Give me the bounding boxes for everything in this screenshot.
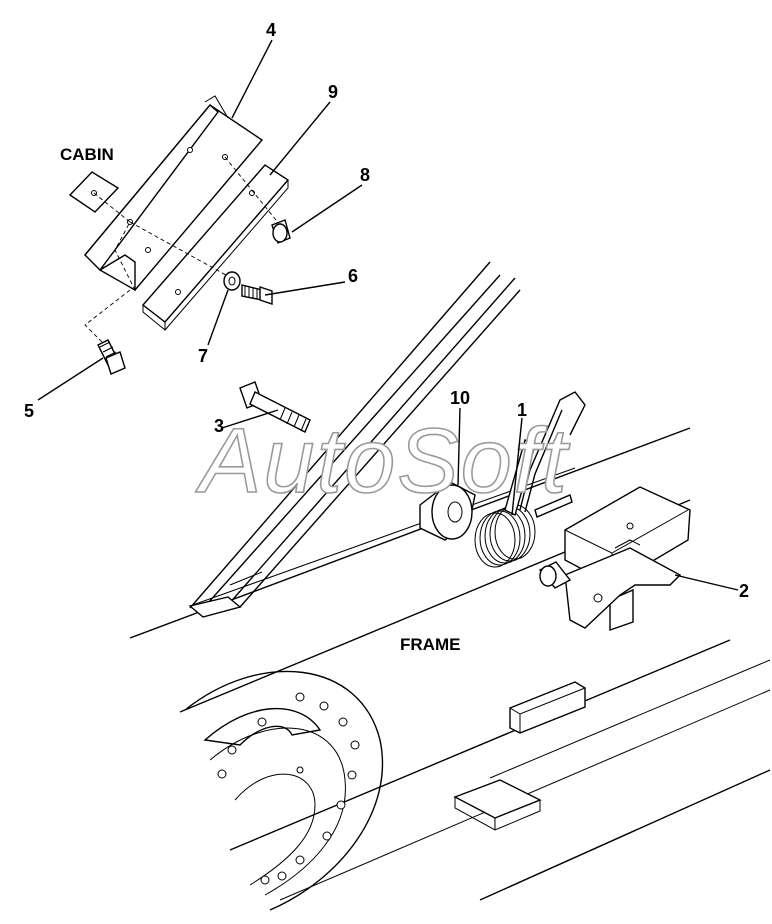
- callout-7: 7: [198, 346, 208, 366]
- leader-lines: [37, 39, 739, 591]
- callout-6: 6: [348, 266, 358, 286]
- callout-4: 4: [266, 20, 276, 40]
- frame-label: FRAME: [400, 635, 460, 654]
- part-7-washer: [223, 271, 241, 291]
- callout-1: 1: [517, 400, 527, 420]
- part-10-bushing: [419, 481, 476, 541]
- part-5-bolt: [97, 339, 126, 375]
- callout-3: 3: [214, 416, 224, 436]
- callout-10: 10: [450, 388, 470, 408]
- callout-5: 5: [24, 401, 34, 421]
- spring-assembly: [419, 391, 682, 629]
- cabin-label: CABIN: [60, 145, 114, 164]
- part-9-flat-strip: [141, 164, 290, 332]
- part-4-angle-bracket: [83, 95, 264, 292]
- watermark: AutoSoft: [195, 410, 570, 512]
- callout-2: 2: [739, 581, 749, 601]
- part-8-bolt: [271, 219, 291, 244]
- cabin-parts: [68, 95, 311, 433]
- part-3-long-bolt: [239, 381, 311, 433]
- callout-8: 8: [360, 165, 370, 185]
- part-1-spring: [474, 391, 586, 568]
- part-2-latch: [538, 539, 682, 629]
- frame-structure: [129, 261, 771, 911]
- callout-9: 9: [328, 82, 338, 102]
